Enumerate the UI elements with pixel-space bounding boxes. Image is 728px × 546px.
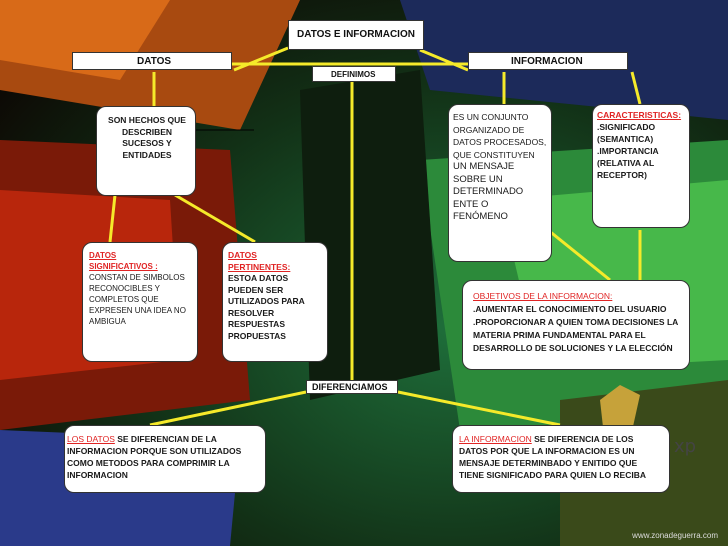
connector-significativos	[108, 194, 117, 243]
definimos-label: DEFINIMOS	[331, 70, 376, 79]
connector-pertinentes	[174, 193, 256, 244]
datos-significativos-card: DATOS SIGNIFICATIVOS : CONSTAN DE SIMBOL…	[82, 242, 198, 362]
info-def-line: ENTE O	[453, 198, 489, 210]
pertinentes-line: PUEDEN SER	[228, 284, 284, 295]
info-def-line: QUE CONSTITUYEN	[453, 149, 535, 160]
significativos-heading: DATOS	[89, 251, 117, 260]
datos-definition-card: SON HECHOS QUE DESCRIBEN SUCESOS Y ENTID…	[96, 106, 196, 196]
datos-def-line: ENTIDADES	[122, 149, 172, 160]
connector-diferenciamos-left	[149, 390, 307, 427]
pertinentes-line: ESTOA DATOS	[228, 273, 289, 283]
informacion-definition-card: ES UN CONJUNTO ORGANIZADO DE DATOS PROCE…	[448, 104, 552, 262]
datos-def-line: SUCESOS Y	[122, 138, 172, 148]
significativos-text: DATOS SIGNIFICATIVOS : CONSTAN DE SIMBOL…	[89, 250, 195, 327]
objetivos-card: OBJETIVOS DE LA INFORMACION: .AUMENTAR E…	[462, 280, 690, 370]
significativos-line: EXPRESEN UNA IDEA NO	[89, 306, 186, 315]
la-informacion-line: TIENE SIGNIFICADO PARA QUIEN LO RECIBA	[459, 470, 647, 480]
los-datos-text: LOS DATOS SE DIFERENCIAN DE LA INFORMACI…	[67, 433, 265, 481]
los-datos-highlight: LOS DATOS	[67, 434, 115, 444]
caracteristicas-line: RECEPTOR)	[597, 170, 647, 180]
informacion-header: INFORMACION	[511, 56, 583, 67]
datos-definition-text: SON HECHOS QUE DESCRIBEN SUCESOS Y ENTID…	[101, 115, 193, 161]
info-def-line: UN MENSAJE	[453, 161, 515, 172]
info-def-line: DETERMINADO	[453, 186, 524, 197]
la-informacion-card: LA INFORMACION SE DIFERENCIA DE LOS DATO…	[452, 425, 670, 493]
los-datos-line: COMO METODOS PARA COMPRIMIR LA	[67, 458, 230, 468]
datos-def-line: SON HECHOS QUE	[108, 115, 186, 125]
caracteristicas-card: CARACTERISTICAS: .SIGNIFICADO (SEMANTICA…	[592, 104, 690, 228]
significativos-line: RECONOCIBLES Y	[89, 284, 160, 293]
objetivos-text: OBJETIVOS DE LA INFORMACION: .AUMENTAR E…	[473, 290, 687, 355]
pertinentes-heading: DATOS	[228, 250, 257, 260]
diferenciamos-label: DIFERENCIAMOS	[312, 382, 388, 392]
la-informacion-text: LA INFORMACION SE DIFERENCIA DE LOS DATO…	[459, 433, 669, 481]
datos-pertinentes-card: DATOS PERTINENTES: ESTOA DATOS PUEDEN SE…	[222, 242, 328, 362]
title-box: DATOS E INFORMACION	[288, 20, 424, 50]
pertinentes-line: RESPUESTAS	[228, 319, 285, 329]
caracteristicas-heading: CARACTERISTICAS:	[597, 110, 682, 120]
pertinentes-heading: PERTINENTES:	[228, 261, 291, 272]
la-informacion-highlight: LA INFORMACION	[459, 434, 532, 444]
pertinentes-text: DATOS PERTINENTES: ESTOA DATOS PUEDEN SE…	[228, 250, 326, 342]
watermark: www.zonadeguerra.com	[632, 531, 718, 540]
significativos-heading: SIGNIFICATIVOS :	[89, 262, 158, 271]
objetivos-line: .AUMENTAR EL CONOCIMIENTO DEL USUARIO	[473, 304, 667, 314]
connector-datos	[233, 46, 289, 72]
info-def-line: ORGANIZADO DE	[453, 124, 525, 135]
informacion-definition-text: ES UN CONJUNTO ORGANIZADO DE DATOS PROCE…	[453, 111, 551, 224]
connector-informacion	[419, 48, 469, 72]
objetivos-line: .PROPORCIONAR A QUIEN TOMA DECISIONES LA	[473, 317, 679, 327]
pertinentes-line: PROPUESTAS	[228, 330, 286, 341]
la-informacion-rest: SE DIFERENCIA DE LOS	[531, 434, 634, 444]
caracteristicas-line: (SEMANTICA)	[597, 134, 654, 144]
la-informacion-line: MENSAJE DETERMINBADO Y ENITIDO QUE	[459, 458, 638, 468]
objetivos-line: DESARROLLO DE SOLUCIONES Y LA ELECCIÓN	[473, 343, 673, 353]
caracteristicas-text: CARACTERISTICAS: .SIGNIFICADO (SEMANTICA…	[597, 109, 689, 181]
significativos-line: AMBIGUA	[89, 317, 126, 326]
los-datos-card: LOS DATOS SE DIFERENCIAN DE LA INFORMACI…	[64, 425, 266, 493]
significativos-line: COMPLETOS QUE	[89, 295, 159, 304]
la-informacion-line: DATOS POR QUE LA INFORMACION ES UN	[459, 446, 635, 456]
connector-objetivos-info	[547, 228, 611, 282]
xp-logo-text: xp	[674, 436, 697, 457]
datos-header: DATOS	[137, 56, 172, 67]
caracteristicas-line: .SIGNIFICADO	[597, 122, 656, 132]
connector-caracteristicas	[630, 71, 642, 105]
los-datos-line-1: LOS DATOS SE DIFERENCIAN DE LA	[67, 433, 265, 445]
la-informacion-line-1: LA INFORMACION SE DIFERENCIA DE LOS	[459, 433, 669, 445]
datos-def-line: DESCRIBEN	[121, 126, 173, 137]
diferenciamos-box: DIFERENCIAMOS	[306, 380, 398, 394]
objetivos-heading: OBJETIVOS DE LA INFORMACION:	[473, 291, 613, 301]
info-def-line: ES UN CONJUNTO	[453, 112, 529, 122]
info-def-line: FENÓMENO	[453, 211, 508, 222]
pertinentes-line: UTILIZADOS PARA	[228, 296, 305, 306]
los-datos-line: INFORMACION PORQUE SON UTILIZADOS	[67, 446, 242, 456]
los-datos-rest: SE DIFERENCIAN DE LA	[114, 434, 217, 444]
caracteristicas-line: .IMPORTANCIA	[597, 146, 659, 156]
datos-header-box: DATOS	[72, 52, 232, 70]
connector-diferenciamos-right	[397, 390, 561, 427]
informacion-header-box: INFORMACION	[468, 52, 628, 70]
page-title: DATOS E INFORMACION	[297, 29, 415, 40]
info-def-line: SOBRE UN	[453, 173, 503, 185]
significativos-line: CONSTAN DE SIMBOLOS	[89, 273, 185, 282]
caracteristicas-line: (RELATIVA AL	[597, 158, 655, 168]
info-def-line: DATOS PROCESADOS,	[453, 137, 547, 147]
los-datos-line: INFORMACION	[67, 470, 128, 480]
objetivos-line: MATERIA PRIMA FUNDAMENTAL PARA EL	[473, 330, 646, 340]
pertinentes-line: RESOLVER	[228, 307, 275, 318]
definimos-box: DEFINIMOS	[312, 66, 396, 82]
